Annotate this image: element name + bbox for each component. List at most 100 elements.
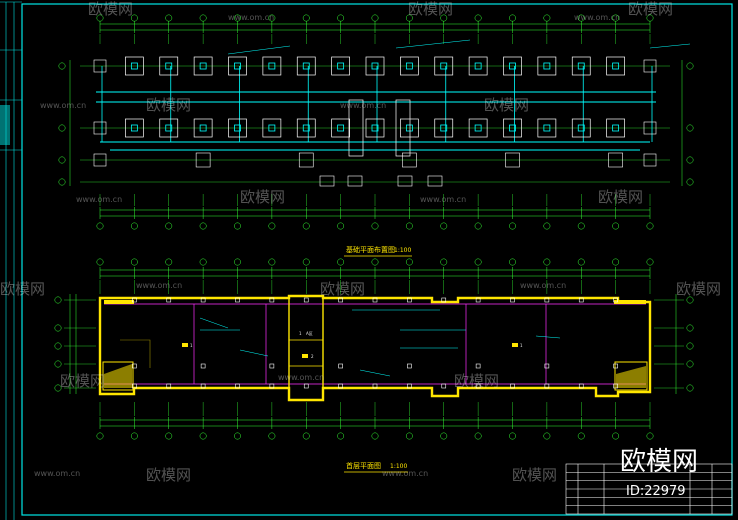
watermark-url: www.om.cn [228, 13, 274, 22]
axis-bubble [405, 14, 413, 22]
footing-outer [537, 56, 557, 76]
axis-bubble [199, 222, 207, 230]
footing-small [298, 152, 314, 168]
watermark-logo: 欧模网 [628, 0, 673, 18]
footing-inner [509, 124, 516, 132]
room-label-4: 1 [299, 331, 302, 336]
floor-plan-columns [132, 297, 618, 389]
area-label: A区 [306, 331, 313, 336]
footing-inner [612, 124, 620, 132]
axis-bubble [96, 222, 104, 230]
axis-bubble [509, 14, 516, 22]
column [166, 297, 172, 303]
floor-plan-annotations [199, 309, 561, 377]
column [510, 297, 515, 303]
axis-bubble [440, 258, 448, 266]
axis-bubble [371, 222, 379, 230]
axis-bubble [405, 258, 413, 266]
floor-plan: 1 2 1 1 A区 [54, 258, 694, 440]
footing-inner [577, 62, 585, 70]
footing-edge [643, 59, 657, 73]
column [407, 363, 412, 369]
watermark-url: www.om.cn [34, 469, 80, 478]
footing-inner [302, 62, 310, 70]
column [269, 297, 275, 303]
axis-bubble [130, 258, 138, 266]
footing-outer [296, 56, 316, 76]
column [338, 363, 343, 369]
top-plan-pipes [96, 39, 691, 151]
axis-bubble [509, 432, 516, 440]
footing-outer [537, 118, 557, 138]
watermark-logo: 欧模网 [88, 0, 133, 18]
axis-bubble [646, 222, 654, 230]
axis-bubble [268, 258, 276, 266]
column [475, 383, 481, 389]
column [200, 363, 206, 369]
axis-bubble [612, 14, 620, 22]
footing-inner [302, 124, 310, 132]
axis-bubble [371, 14, 379, 22]
axis-bubble [646, 432, 654, 440]
column [441, 383, 447, 389]
axis-bubble [234, 258, 241, 266]
floor-plan-walls [98, 294, 652, 402]
axis-bubble [54, 296, 62, 304]
axis-bubble [543, 432, 551, 440]
floor-plan-axis-bubbles [54, 258, 694, 440]
axis-bubble [577, 14, 585, 22]
column [303, 297, 309, 303]
footing-inner [612, 62, 620, 70]
axis-bubble [612, 222, 620, 230]
axis-bubble [268, 14, 276, 22]
footing-inner [130, 62, 138, 70]
axis-bubble [96, 14, 104, 22]
axis-bubble [268, 222, 276, 230]
watermark-logo: 欧模网 [598, 188, 643, 206]
watermark-logo: 欧模网 [512, 466, 557, 484]
axis-bubble [234, 432, 241, 440]
axis-bubble [337, 222, 345, 230]
footing-outer [125, 56, 144, 76]
footing-inner [543, 62, 551, 70]
axis-bubble [337, 258, 345, 266]
column [338, 383, 343, 389]
axis-bubble [302, 258, 310, 266]
watermark-logo: 欧模网 [320, 280, 365, 298]
footing-inner [337, 124, 345, 132]
axis-bubble [646, 258, 654, 266]
axis-bubble [612, 258, 620, 266]
footing-outer [331, 118, 350, 138]
leader-line [227, 45, 291, 55]
top-plan-footings [93, 56, 657, 187]
axis-bubble [686, 324, 694, 332]
footing-outer [262, 118, 282, 138]
axis-bubble [686, 342, 694, 350]
axis-bubble [58, 156, 66, 164]
watermark-url: www.om.cn [340, 101, 386, 110]
footing-inner [199, 62, 207, 70]
axis-bubble [130, 432, 138, 440]
axis-bubble [543, 222, 551, 230]
footing-edge [93, 59, 107, 73]
watermark-logo: 欧模网 [60, 372, 105, 390]
axis-bubble [302, 432, 310, 440]
footing-inner [165, 62, 173, 70]
footing-edge [643, 121, 657, 135]
axis-bubble [686, 178, 694, 186]
axis-bubble [371, 258, 379, 266]
axis-bubble [371, 432, 379, 440]
floor-plan-title-group: 首层平面图 1:100 [344, 461, 408, 473]
footing-outer [296, 118, 316, 138]
axis-bubble [54, 324, 62, 332]
axis-bubble [337, 14, 345, 22]
column [235, 383, 240, 389]
axis-bubble [234, 14, 241, 22]
axis-bubble [199, 258, 207, 266]
watermark-url: www.om.cn [520, 281, 566, 290]
foundation-plan-title: 基础平面布置图 [346, 245, 395, 254]
axis-bubble [165, 432, 173, 440]
axis-bubble [199, 432, 207, 440]
watermark-url: www.om.cn [76, 195, 122, 204]
room-label-1: 1 [190, 343, 193, 348]
